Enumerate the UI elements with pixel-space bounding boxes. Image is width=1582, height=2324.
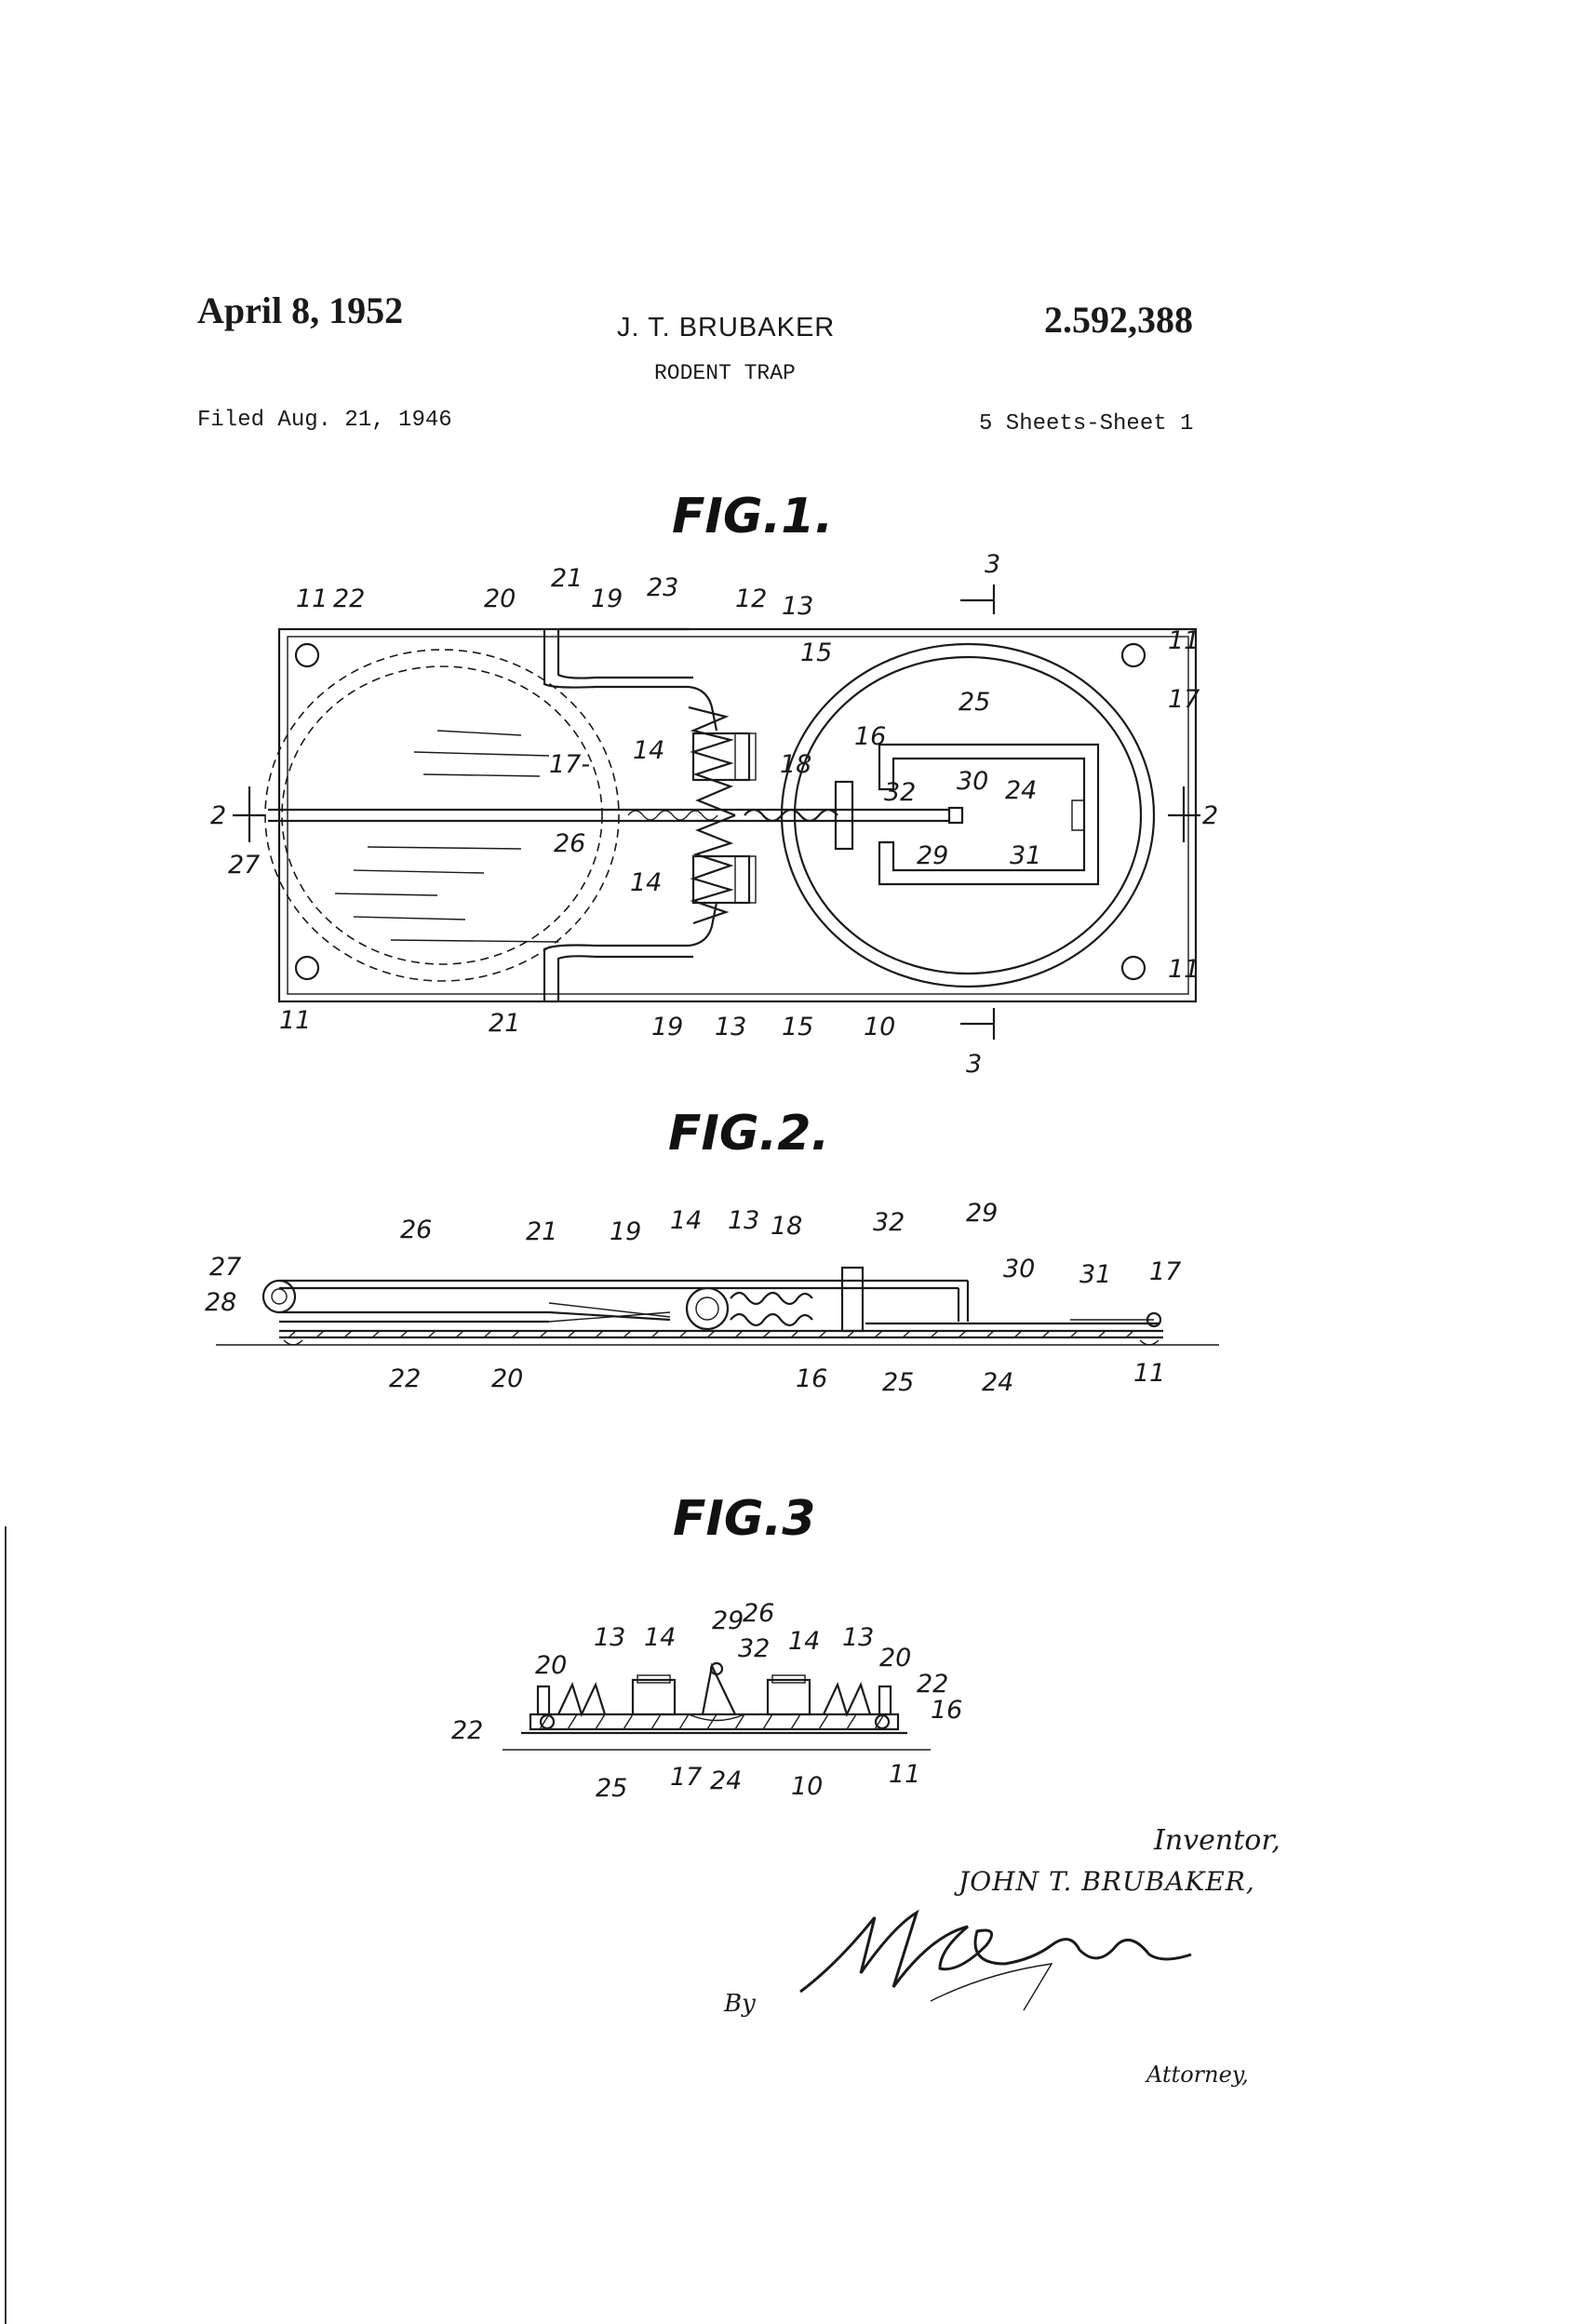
fig2-ref-19: 19 <box>610 1217 641 1246</box>
fig2-ref-21: 21 <box>526 1217 557 1246</box>
fig2-reference-numerals: 26 21 19 14 13 18 32 29 30 31 17 27 28 2… <box>205 1199 1181 1397</box>
fig1-ref-13a: 13 <box>782 592 813 621</box>
fig1-ref-17a: 17 <box>1168 685 1200 714</box>
fig3-ref-16: 16 <box>931 1696 962 1725</box>
patent-number: 2.592,388 <box>1044 299 1193 341</box>
fig1-ref-11d: 11 <box>279 1006 311 1035</box>
scan-edge-line <box>5 1526 7 2324</box>
fig3-ref-25: 25 <box>596 1774 627 1803</box>
fig3-drawing <box>503 1661 931 1751</box>
fig1-ref-22a: 22 <box>333 584 365 613</box>
fig2-ref-18: 18 <box>771 1212 802 1241</box>
fig3-ref-17: 17 <box>670 1763 702 1792</box>
attorney-signature <box>799 1909 1192 2011</box>
fig3-ref-26: 26 <box>743 1599 774 1628</box>
fig1-ref-10: 10 <box>864 1013 895 1041</box>
fig2-ref-30: 30 <box>1003 1255 1035 1283</box>
fig3-ref-10: 10 <box>791 1772 823 1801</box>
fig2-ref-32: 32 <box>873 1208 905 1237</box>
fig1-ref-17b: 17- <box>549 750 590 779</box>
fig2-ref-16: 16 <box>796 1364 827 1393</box>
fig2-ref-14: 14 <box>670 1206 702 1235</box>
fig1-reference-numerals: 11 22 20 21 19 23 12 13 15 3 11 17 25 16… <box>210 550 1218 1079</box>
fig2-ref-31: 31 <box>1079 1260 1111 1289</box>
fig3-label: FIG.3 <box>673 1491 816 1547</box>
filed-date: Filed Aug. 21, 1946 <box>197 408 452 433</box>
fig1-ref-2-left: 2 <box>210 801 226 830</box>
fig1-ref-16: 16 <box>854 722 886 751</box>
fig1-ref-11b: 11 <box>1168 626 1200 655</box>
fig1-ref-32: 32 <box>884 778 916 807</box>
fig1-ref-2-right: 2 <box>1202 801 1218 830</box>
fig1-ref-29: 29 <box>917 841 948 870</box>
fig2-ref-13: 13 <box>728 1206 759 1235</box>
fig1-ref-11c: 11 <box>1168 955 1200 984</box>
fig1-ref-3-top: 3 <box>985 550 1000 579</box>
fig3-ref-11: 11 <box>889 1760 920 1789</box>
fig2-ref-22: 22 <box>389 1364 421 1393</box>
fig3-ref-24: 24 <box>710 1767 742 1795</box>
fig2-ref-24: 24 <box>982 1368 1013 1397</box>
fig2-drawing <box>216 1266 1219 1346</box>
fig1-ref-3-bottom: 3 <box>966 1050 982 1079</box>
by-label: By <box>724 1990 756 2018</box>
fig3-ref-20a: 20 <box>535 1651 567 1680</box>
invention-title: RODENT TRAP <box>654 361 796 385</box>
patent-date: April 8, 1952 <box>197 289 404 331</box>
fig1-ref-15a: 15 <box>800 638 832 667</box>
sheet-count: 5 Sheets-Sheet 1 <box>979 411 1194 437</box>
fig1-ref-18: 18 <box>780 750 811 779</box>
fig2-ref-29: 29 <box>966 1199 998 1228</box>
fig1-ref-19a: 19 <box>591 584 623 613</box>
fig3-ref-22a: 22 <box>917 1670 948 1699</box>
fig1-ref-30: 30 <box>957 767 988 796</box>
attorney-label: Attorney, <box>1146 2062 1249 2088</box>
fig1-label: FIG.1. <box>672 489 834 544</box>
fig2-ref-27: 27 <box>209 1253 241 1282</box>
fig3-ref-22b: 22 <box>451 1716 483 1745</box>
fig3-ref-13b: 13 <box>842 1623 874 1652</box>
fig2-ref-11: 11 <box>1133 1359 1165 1388</box>
fig1-ref-21b: 21 <box>489 1009 520 1038</box>
fig1-ref-25: 25 <box>959 688 990 717</box>
fig1-ref-26: 26 <box>554 829 585 858</box>
fig1-ref-14a: 14 <box>633 736 664 765</box>
fig1-ref-24: 24 <box>1005 776 1037 805</box>
fig2-ref-20: 20 <box>491 1364 523 1393</box>
fig1-ref-23: 23 <box>647 573 678 602</box>
fig2-ref-25: 25 <box>882 1368 914 1397</box>
inventor-signature-name: JOHN T. BRUBAKER, <box>959 1866 1255 1897</box>
fig3-reference-numerals: 29 26 13 14 32 14 13 20 20 22 16 22 25 1… <box>451 1599 962 1803</box>
fig2-ref-26: 26 <box>400 1216 432 1244</box>
fig2-label: FIG.2. <box>668 1106 830 1162</box>
fig2-ref-17: 17 <box>1149 1257 1181 1286</box>
fig1-drawing <box>233 584 1200 1040</box>
fig3-ref-14a: 14 <box>644 1623 676 1652</box>
inventor-label: Inventor, <box>1154 1824 1280 1857</box>
fig1-ref-11a: 11 <box>296 584 328 613</box>
fig3-ref-32: 32 <box>738 1634 770 1663</box>
fig1-ref-14b: 14 <box>630 868 662 897</box>
fig3-ref-29: 29 <box>712 1606 744 1635</box>
fig2-ref-28: 28 <box>205 1288 236 1317</box>
fig1-ref-15b: 15 <box>782 1013 813 1041</box>
fig3-ref-14b: 14 <box>788 1627 820 1656</box>
fig1-ref-12: 12 <box>735 584 767 613</box>
fig1-ref-31: 31 <box>1010 841 1041 870</box>
fig1-ref-19b: 19 <box>651 1013 683 1041</box>
fig1-ref-21a: 21 <box>551 564 583 593</box>
fig1-ref-20a: 20 <box>484 584 516 613</box>
inventor-header-name: J. T. BRUBAKER <box>617 313 836 343</box>
fig3-ref-20b: 20 <box>879 1644 911 1672</box>
fig3-ref-13a: 13 <box>594 1623 625 1652</box>
fig1-ref-27: 27 <box>228 851 260 880</box>
fig1-ref-13b: 13 <box>715 1013 746 1041</box>
